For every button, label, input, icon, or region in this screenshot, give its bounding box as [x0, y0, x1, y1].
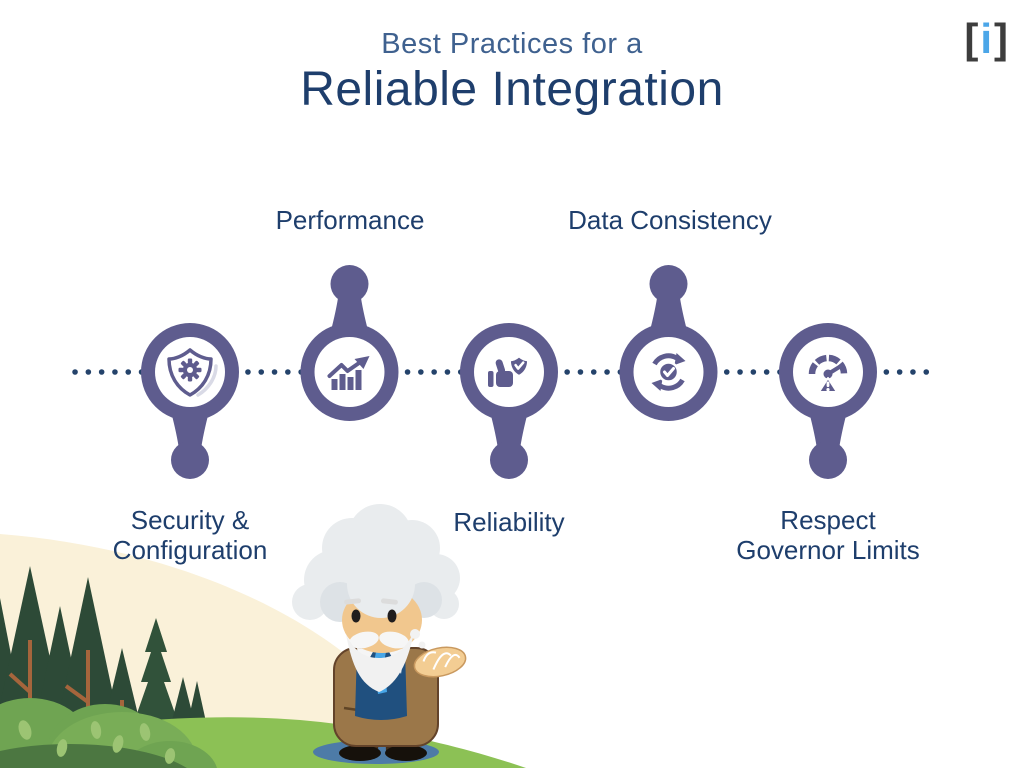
sync-check-icon	[651, 353, 686, 391]
einstein-mascot	[292, 504, 467, 764]
brand-logo: [ i ]	[964, 16, 1008, 62]
step-label-security-configuration: Security & Configuration	[112, 505, 268, 565]
marker-performance	[300, 265, 399, 421]
step-label-performance: Performance	[275, 205, 425, 235]
page-title: Reliable Integration	[300, 63, 724, 116]
gauge-warning-icon	[808, 354, 848, 393]
title-subtitle: Best Practices for a	[381, 28, 643, 60]
marker-security-configuration	[141, 323, 239, 479]
bar-chart-growth-icon	[327, 356, 370, 390]
shield-gear-icon	[167, 348, 218, 397]
bushes-icon	[0, 698, 217, 768]
step-label-reliability: Reliability	[453, 507, 565, 537]
marker-reliability	[460, 323, 558, 479]
logo-bracket-right: ]	[994, 15, 1008, 62]
logo-bracket-left: [	[964, 15, 979, 62]
marker-respect-governor-limits	[779, 323, 877, 479]
logo-letter-i: i	[980, 15, 992, 62]
step-label-respect-governor-limits: Respect Governor Limits	[736, 505, 920, 565]
thumbs-up-shield-icon	[488, 355, 529, 387]
step-label-data-consistency: Data Consistency	[568, 205, 772, 235]
marker-data-consistency	[619, 265, 718, 421]
